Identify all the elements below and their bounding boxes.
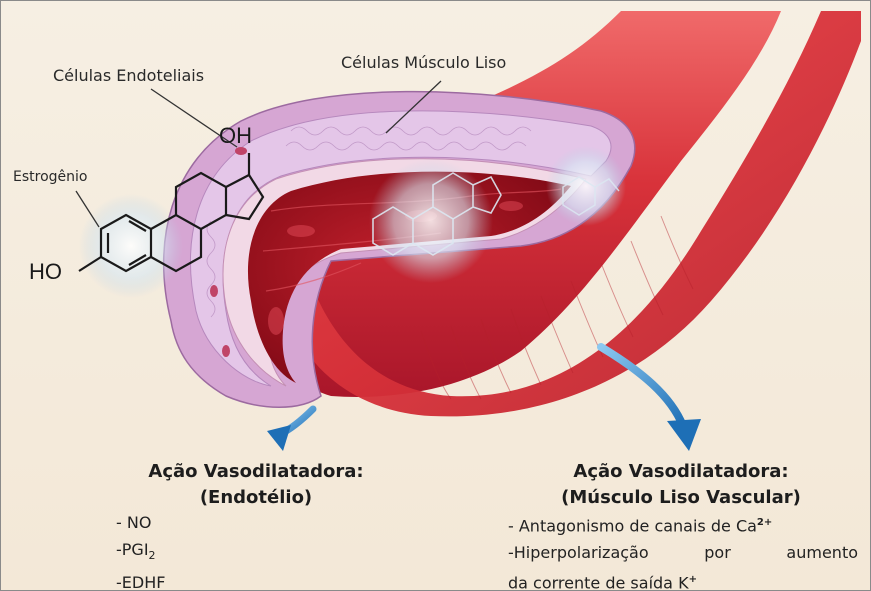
estrogen-label: Estrogênio [13,169,87,185]
potassium-superscript: + [689,574,697,585]
molecule-glow-left [79,194,183,298]
list-item-no: - NO [116,509,165,536]
left-panel-title: Ação Vasodilatadora: (Endotélio) [121,459,391,511]
list-item-hyperpolarization: -Hiperpolarização por aumento [508,539,858,566]
left-title-line1: Ação Vasodilatadora: [121,459,391,485]
hydroxyl-top-label: OH [219,123,252,149]
endothelial-cells-label: Células Endoteliais [53,66,204,85]
list-item-edhf: -EDHF [116,569,165,591]
list-item-calcium: - Antagonismo de canais de Ca2+ [508,509,858,539]
hydroxyl-left-label: HO [29,259,62,285]
right-panel-list: - Antagonismo de canais de Ca2+ -Hiperpo… [508,509,858,591]
right-title-line2: (Músculo Liso Vascular) [531,485,831,511]
left-title-line2: (Endotélio) [121,485,391,511]
smooth-muscle-cells-label: Células Músculo Liso [341,53,506,72]
molecule-glow-center [369,159,493,283]
list-item-pgi2: -PGI2 [116,536,165,569]
right-title-line1: Ação Vasodilatadora: [531,459,831,485]
calcium-superscript: 2+ [757,517,772,528]
pgi-subscript: 2 [149,549,156,562]
left-panel-list: - NO -PGI2 -EDHF [116,509,165,591]
list-item-potassium: da corrente de saída K+ [508,566,858,591]
right-panel-title: Ação Vasodilatadora: (Músculo Liso Vascu… [531,459,831,511]
arrow-left-icon [267,409,313,451]
